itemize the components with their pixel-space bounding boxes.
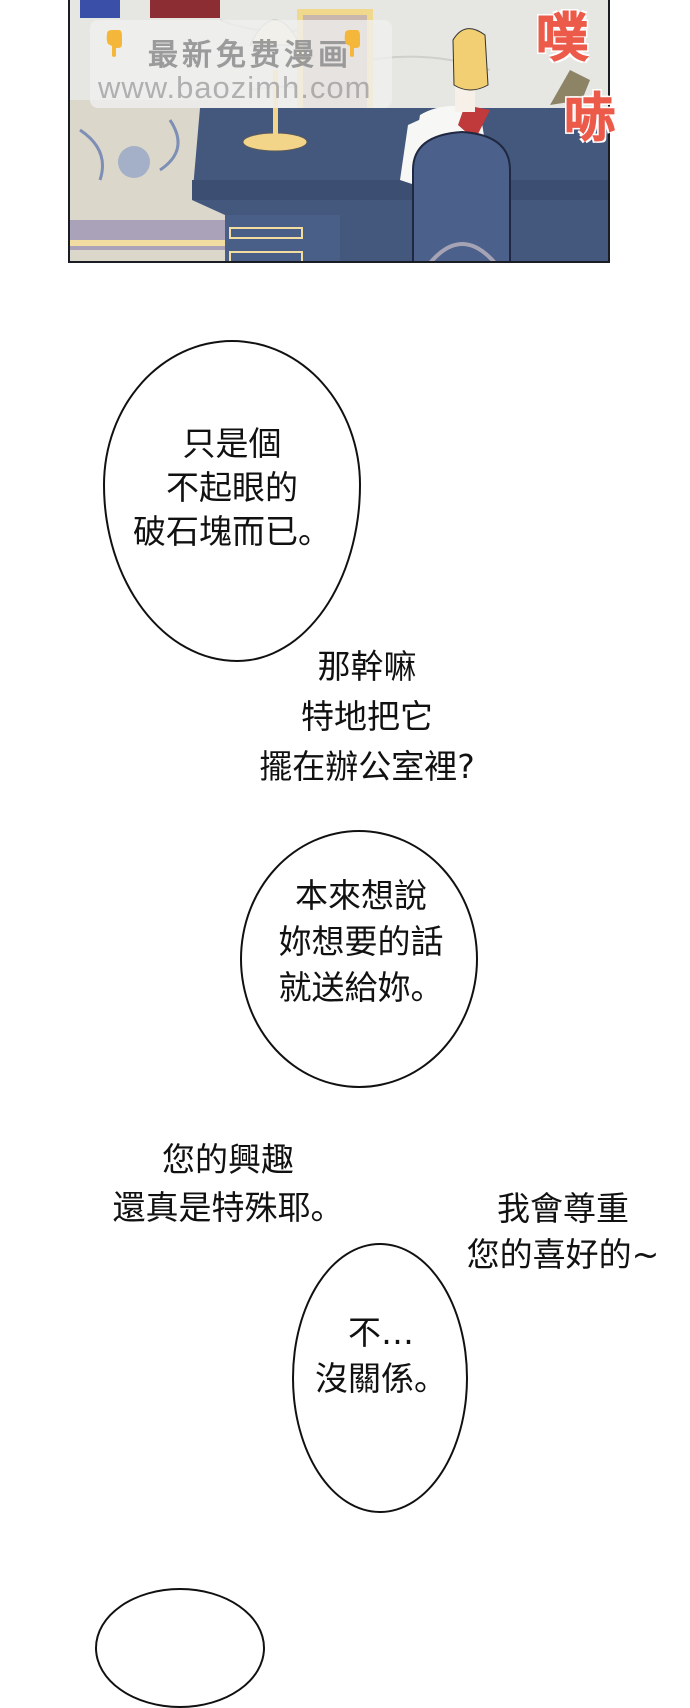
pointing-hand-icon bbox=[342, 28, 362, 58]
dialogue-text: 本來想說 妳想要的話 就送給妳。 bbox=[278, 876, 444, 1007]
speech-bubble-partial bbox=[95, 1588, 265, 1708]
comic-panel: 最新免费漫画 www.baozimh.com bbox=[68, 0, 610, 263]
speech-bubble bbox=[103, 340, 361, 662]
watermark-title: 最新免费漫画 bbox=[148, 38, 352, 73]
sfx-char-1: 噗 bbox=[535, 9, 589, 70]
speech-bubble bbox=[240, 830, 478, 1088]
dialogue-text: 我會尊重 您的喜好的~ bbox=[466, 1189, 660, 1274]
dialogue-text: 那幹嘛 特地把它 擺在辦公室裡? bbox=[259, 647, 475, 786]
watermark-overlay: 最新免费漫画 www.baozimh.com bbox=[90, 20, 392, 108]
sfx-char-2: 哧 bbox=[563, 89, 617, 150]
dialogue-text: 您的興趣 還真是特殊耶。 bbox=[112, 1140, 344, 1227]
watermark-url: www.baozimh.com bbox=[98, 70, 372, 105]
dialogue-text: 只是個 不起眼的 破石塊而已。 bbox=[133, 424, 331, 551]
pointing-hand-icon bbox=[104, 28, 124, 58]
speech-bubble bbox=[292, 1243, 468, 1513]
sound-effect: 噗 哧 bbox=[524, 0, 644, 170]
dialogue-text: 不… 沒關係。 bbox=[315, 1313, 447, 1398]
